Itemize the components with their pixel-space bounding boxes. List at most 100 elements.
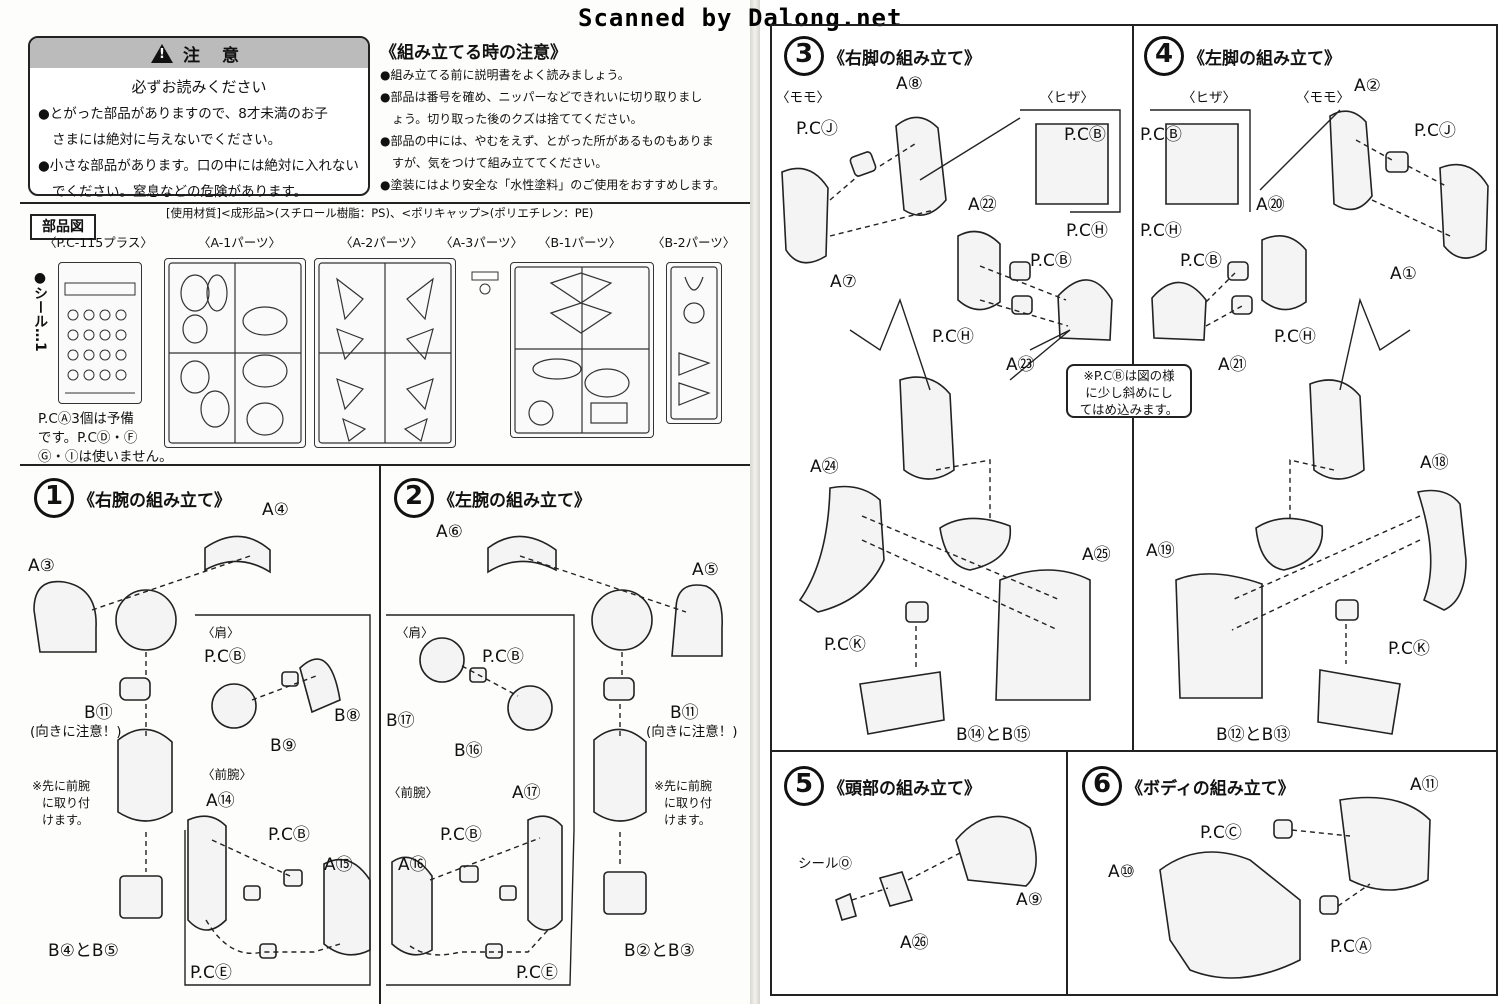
part-label: P.CⓀ bbox=[824, 635, 866, 655]
attach-note-line: けます。 bbox=[42, 813, 89, 827]
caution-line: さまには絶対に与えないでください。 bbox=[52, 132, 282, 148]
note-line: ●部品は番号を確め、ニッパーなどできれいに切り取りまし bbox=[380, 90, 703, 104]
lower-steps-frame bbox=[770, 752, 1498, 996]
runner-label-a2: 〈A-2パーツ〉 bbox=[340, 235, 423, 250]
step2-title: 2 《左腕の組み立て》 bbox=[394, 478, 591, 518]
part-label: A⑲ bbox=[1146, 541, 1175, 561]
part-label: P.CⒽ bbox=[932, 327, 974, 347]
seal-count: ●シール…1 bbox=[32, 270, 48, 352]
step5-number: 5 bbox=[784, 766, 824, 806]
attach-note: ※先に前腕 に取り付 けます。 bbox=[654, 778, 712, 829]
attach-note-line: けます。 bbox=[664, 813, 711, 827]
runner-pc115-drawing bbox=[64, 282, 136, 394]
part-label: B⑨ bbox=[270, 736, 297, 756]
note-line: ●部品の中には、やむをえず、とがった所があるものもありま bbox=[380, 134, 714, 148]
caution-line: でください。窒息などの危険があります。 bbox=[52, 184, 308, 200]
part-label: P.CⒺ bbox=[190, 963, 232, 983]
part-label: B④とB⑤ bbox=[48, 941, 119, 961]
runner-b1-drawing bbox=[514, 266, 650, 434]
step2-number: 2 bbox=[394, 478, 434, 518]
watermark: Scanned by Dalong.net bbox=[578, 4, 903, 32]
part-label: A⑦ bbox=[830, 272, 857, 292]
step4-number: 4 bbox=[1144, 36, 1184, 76]
part-label: シールⓄ bbox=[798, 856, 852, 872]
part-label: P.CⒿ bbox=[796, 119, 838, 139]
part-label: P.CⒷ bbox=[268, 825, 310, 845]
part-label: A⑯ bbox=[398, 855, 427, 875]
part-label: P.CⒷ bbox=[1030, 251, 1072, 271]
step6-number: 6 bbox=[1082, 766, 1122, 806]
part-label: A② bbox=[1354, 76, 1381, 96]
step1-illustration bbox=[33, 535, 371, 986]
part-label: B⑪ bbox=[670, 703, 699, 723]
thigh-label: 〈モモ〉 bbox=[1296, 90, 1350, 106]
part-label: A㉒ bbox=[968, 195, 997, 215]
part-label: P.CⒷ bbox=[1180, 251, 1222, 271]
pc-angle-note: ※P.CⒷは図の様 に少し斜めにし てはめ込みます。 bbox=[1066, 364, 1192, 418]
part-label: B⑯ bbox=[454, 741, 483, 761]
forearm-label: 〈前腕〉 bbox=[388, 785, 439, 800]
assembly-notes: ●組み立てる前に説明書をよく読みましょう。 ●部品は番号を確め、ニッパーなどでき… bbox=[380, 64, 740, 196]
step6-title: 6 《ボディの組み立て》 bbox=[1082, 766, 1295, 806]
runner-a1 bbox=[164, 258, 306, 448]
part-label: A⑩ bbox=[1108, 862, 1135, 882]
caution-line: ●小さな部品があります。口の中には絶対に入れない bbox=[38, 158, 359, 174]
note-line: ●組み立てる前に説明書をよく読みましょう。 bbox=[380, 68, 630, 82]
part-label: A⑱ bbox=[1420, 453, 1449, 473]
leg-steps-frame bbox=[770, 24, 1498, 752]
pc-note-line: P.CⒶ3個は予備 bbox=[38, 411, 134, 427]
part-label: A⑤ bbox=[692, 560, 719, 580]
part-label: P.CⒷ bbox=[482, 647, 524, 667]
part-label: P.CⒺ bbox=[516, 963, 558, 983]
step1-title: 1 《右腕の組み立て》 bbox=[34, 478, 231, 518]
bubble-line: てはめ込みます。 bbox=[1079, 402, 1179, 417]
part-label: P.CⒽ bbox=[1274, 327, 1316, 347]
part-label: P.CⒷ bbox=[204, 647, 246, 667]
materials-text: [使用材質]<成形品>(スチロール樹脂：PS)、<ポリキャップ>(ポリエチレン：… bbox=[166, 206, 594, 220]
bubble-line: ※P.CⒷは図の様 bbox=[1083, 368, 1175, 383]
runner-b2 bbox=[666, 262, 722, 424]
knee-label: 〈ヒザ〉 bbox=[1182, 90, 1236, 106]
warning-icon bbox=[151, 43, 174, 63]
part-label: A① bbox=[1390, 264, 1417, 284]
parts-diagram-title: 部品図 bbox=[30, 214, 96, 240]
page-spine bbox=[750, 0, 760, 1004]
part-label: P.CⒽ bbox=[1066, 221, 1108, 241]
part-label: A⑮ bbox=[324, 855, 353, 875]
runner-label-b1: 〈B-1パーツ〉 bbox=[538, 235, 622, 250]
part-label: A㉖ bbox=[900, 933, 929, 953]
part-label: B⑪ bbox=[84, 703, 113, 723]
step5-title: 5 《頭部の組み立て》 bbox=[784, 766, 981, 806]
left-page: 注 意 必ずお読みください ●とがった部品がありますので、8才未満のお子 さまに… bbox=[0, 0, 752, 1004]
runner-a2-drawing bbox=[318, 262, 452, 444]
part-label: B⑫とB⑬ bbox=[1216, 725, 1291, 745]
part-label: B②とB③ bbox=[624, 941, 695, 961]
attach-note-line: に取り付 bbox=[42, 796, 91, 810]
pc-spare-note: P.CⒶ3個は予備 です。P.CⒹ・Ⓕ Ⓖ・Ⓘは使いません。 bbox=[38, 410, 173, 467]
part-label: B⑰ bbox=[386, 711, 415, 731]
part-label: A③ bbox=[28, 556, 55, 576]
part-label: A㉑ bbox=[1218, 355, 1247, 375]
caution-box: 注 意 必ずお読みください ●とがった部品がありますので、8才未満のお子 さまに… bbox=[28, 36, 370, 200]
part-label: P.CⒷ bbox=[1064, 125, 1106, 145]
part-label: P.CⒷ bbox=[440, 825, 482, 845]
shoulder-label: 〈肩〉 bbox=[396, 625, 434, 640]
parts-section-frame bbox=[20, 202, 750, 466]
runner-label-a1: 〈A-1パーツ〉 bbox=[198, 235, 281, 250]
note-line: すが、気をつけて組み立ててください。 bbox=[392, 156, 608, 170]
part-label: A㉔ bbox=[810, 457, 839, 477]
orientation-note: (向きに注意！) bbox=[30, 724, 122, 740]
part-label: A⑰ bbox=[512, 783, 541, 803]
forearm-label: 〈前腕〉 bbox=[202, 767, 253, 782]
runner-label-a3: 〈A-3パーツ〉 bbox=[440, 235, 523, 250]
note-line: ょう。切り取った後のクズは捨ててください。 bbox=[392, 112, 643, 126]
note-line: ●塗装にはより安全な「水性塗料」のご使用をおすすめします。 bbox=[380, 178, 726, 192]
runner-a1-drawing bbox=[168, 262, 302, 444]
part-label: A⑧ bbox=[896, 74, 923, 94]
step1-number: 1 bbox=[34, 478, 74, 518]
part-label: B⑭とB⑮ bbox=[956, 725, 1031, 745]
part-label: A⑨ bbox=[1016, 890, 1043, 910]
